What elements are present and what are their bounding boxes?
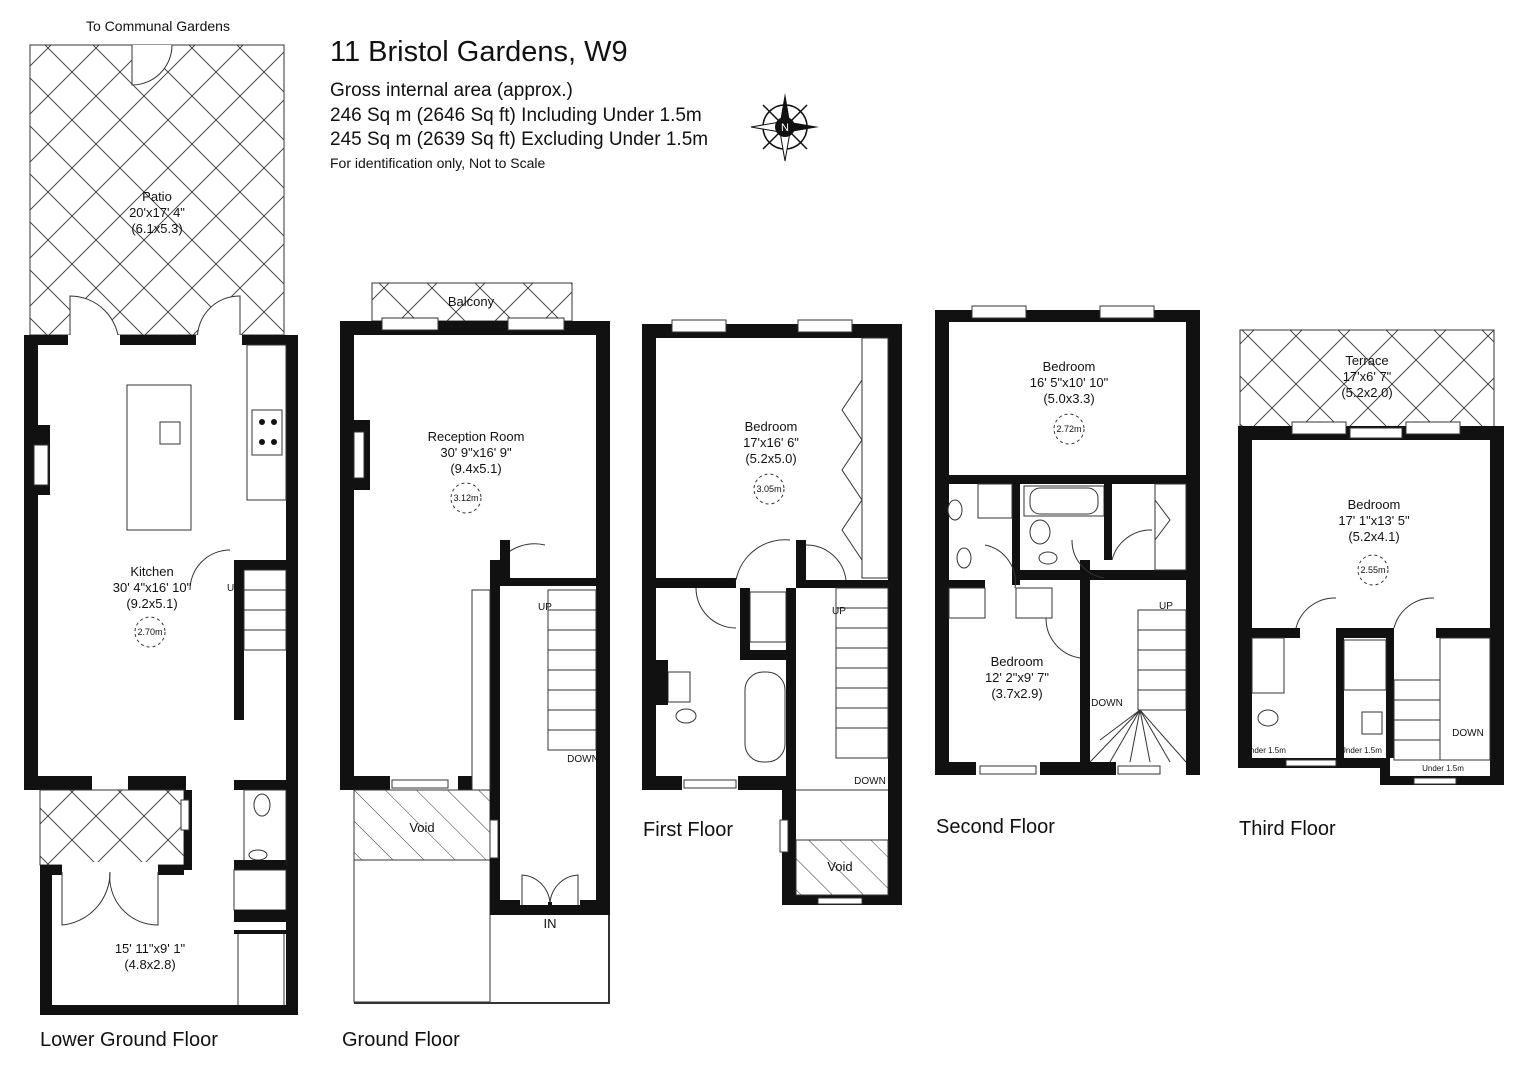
shower-second xyxy=(977,483,1013,519)
second-front-bedroom-name: Bedroom xyxy=(991,654,1044,669)
patio-metric: (6.1x5.3) xyxy=(131,221,182,236)
terrace-area xyxy=(1239,329,1495,429)
kitchen-name: Kitchen xyxy=(130,564,173,579)
gia-label: Gross internal area (approx.) xyxy=(330,80,573,101)
lower-ground-stair-up: UP xyxy=(227,583,241,594)
first-bedroom-name: Bedroom xyxy=(745,419,798,434)
bathtub-first xyxy=(744,671,786,763)
first-bedroom-imperial: 17'x16' 6" xyxy=(743,435,799,450)
reception-name: Reception Room xyxy=(428,429,525,444)
third-bedroom-imperial: 17' 1"x13' 5" xyxy=(1338,513,1410,528)
under-label-1: Under 1.5m xyxy=(1244,746,1286,755)
third-bedroom-metric: (5.2x4.1) xyxy=(1348,529,1399,544)
ground-stair-down: DOWN xyxy=(567,754,599,765)
compass-rose-icon: N xyxy=(750,93,819,162)
first-bedroom-ceiling: 3.05m xyxy=(756,484,781,494)
ground-stair-up: UP xyxy=(538,602,552,613)
kitchen-ceiling: 2.70m xyxy=(137,627,162,637)
kitchen-metric: (9.2x5.1) xyxy=(126,596,177,611)
front-room-metric: (4.8x2.8) xyxy=(124,957,175,972)
second-front-bedroom-imperial: 12' 2"x9' 7" xyxy=(985,670,1049,685)
communal-gardens-label: To Communal Gardens xyxy=(86,18,230,34)
light-well-front xyxy=(39,789,185,866)
terrace-imperial: 17'x6' 7" xyxy=(1343,369,1392,384)
void-first-label: Void xyxy=(827,859,852,874)
second-rear-bedroom-name: Bedroom xyxy=(1043,359,1096,374)
third-stair-down: DOWN xyxy=(1452,728,1484,739)
first-bedroom-metric: (5.2x5.0) xyxy=(745,451,796,466)
void-ground-label: Void xyxy=(409,820,434,835)
third-bedroom-ceiling: 2.55m xyxy=(1360,565,1385,575)
balcony-name: Balcony xyxy=(448,294,495,309)
first-floor-plan xyxy=(642,319,902,905)
property-address: 11 Bristol Gardens, W9 xyxy=(330,36,628,68)
area-excluding: 245 Sq m (2639 Sq ft) Excluding Under 1.… xyxy=(330,129,709,150)
first-stair-up: UP xyxy=(832,606,846,617)
second-rear-bedroom-metric: (5.0x3.3) xyxy=(1043,391,1094,406)
balcony-area xyxy=(371,282,573,322)
patio-imperial: 20'x17' 4" xyxy=(129,205,185,220)
under-label-2: Under 1.5m xyxy=(1340,746,1382,755)
area-including: 246 Sq m (2646 Sq ft) Including Under 1.… xyxy=(330,105,702,126)
third-floor-label: Third Floor xyxy=(1239,818,1336,840)
patio-area xyxy=(29,44,285,336)
terrace-name: Terrace xyxy=(1345,353,1388,368)
ground-floor-plan xyxy=(340,282,610,1004)
kitchen-imperial: 30' 4"x16' 10" xyxy=(113,580,192,595)
second-stair-down: DOWN xyxy=(1091,698,1123,709)
third-floor-plan xyxy=(1238,329,1504,785)
under-label-3: Under 1.5m xyxy=(1422,764,1464,773)
disclaimer: For identification only, Not to Scale xyxy=(330,155,546,171)
kitchen-island xyxy=(126,384,192,531)
terrace-metric: (5.2x2.0) xyxy=(1341,385,1392,400)
lower-ground-floor-label: Lower Ground Floor xyxy=(40,1029,218,1051)
hob xyxy=(251,409,283,456)
second-front-bedroom-metric: (3.7x2.9) xyxy=(991,686,1042,701)
shower-first xyxy=(749,591,787,643)
patio-name: Patio xyxy=(142,189,172,204)
second-floor-plan xyxy=(935,305,1200,775)
reception-imperial: 30' 9"x16' 9" xyxy=(440,445,512,460)
second-rear-bedroom-ceiling: 2.72m xyxy=(1056,424,1081,434)
reception-ceiling: 3.12m xyxy=(453,493,478,503)
bathtub-second xyxy=(1029,487,1099,515)
second-rear-bedroom-imperial: 16' 5"x10' 10" xyxy=(1030,375,1109,390)
front-room-imperial: 15' 11"x9' 1" xyxy=(115,941,186,956)
void-area-first xyxy=(795,839,889,896)
wardrobes xyxy=(861,337,889,579)
void-area-ground xyxy=(353,789,491,861)
ground-floor-label: Ground Floor xyxy=(342,1029,460,1051)
third-bedroom-name: Bedroom xyxy=(1348,497,1401,512)
lower-ground-floor-plan xyxy=(24,44,298,1015)
compass-north-letter: N xyxy=(781,122,789,134)
reception-metric: (9.4x5.1) xyxy=(450,461,501,476)
shower-third xyxy=(1343,639,1387,691)
first-stair-down: DOWN xyxy=(854,776,886,787)
second-floor-label: Second Floor xyxy=(936,816,1055,838)
second-stair-up: UP xyxy=(1159,601,1173,612)
entrance-label: IN xyxy=(544,916,557,931)
first-floor-label: First Floor xyxy=(643,819,733,841)
